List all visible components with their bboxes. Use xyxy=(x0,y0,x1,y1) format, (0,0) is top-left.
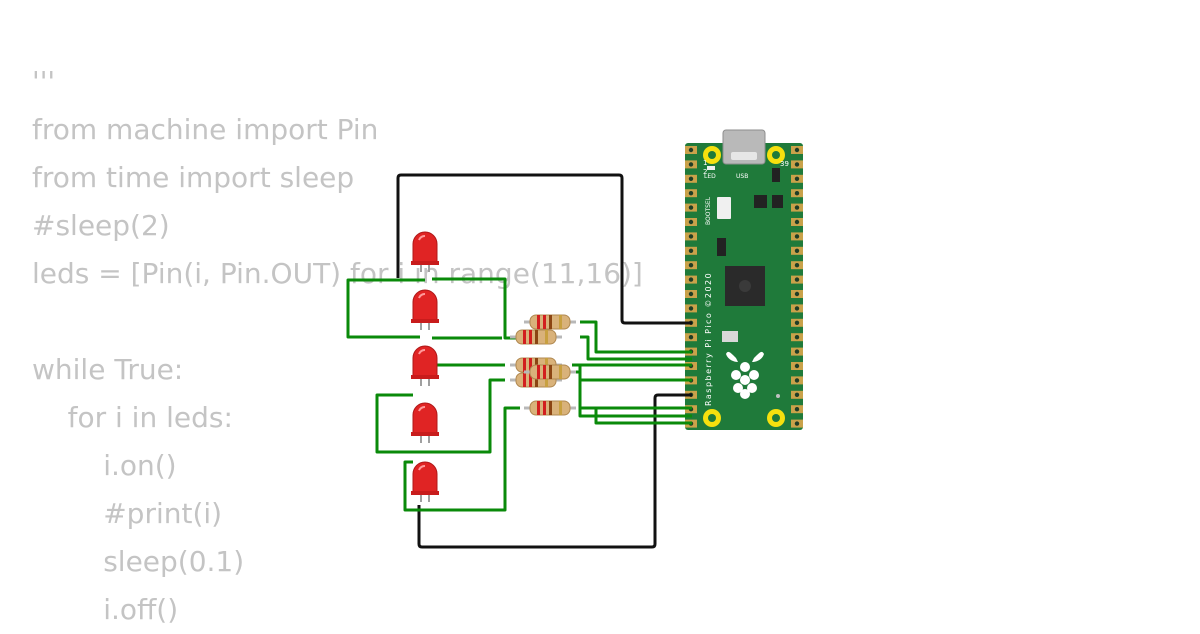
usb-label: USB xyxy=(736,173,748,180)
code-line-3: from time import sleep xyxy=(32,161,355,194)
led-5 xyxy=(410,461,440,503)
wire-led-common-1 xyxy=(346,278,425,339)
pin-1-label: 1 xyxy=(703,159,707,167)
led-1 xyxy=(410,231,440,273)
pico-board: 1 2 39 LED USB BOOTSEL Raspberry Pi Pico… xyxy=(685,129,803,430)
resistors xyxy=(508,313,578,417)
regulator-chip xyxy=(772,168,780,182)
bootsel-label: BOOTSEL xyxy=(705,196,712,225)
code-line-8: for i in leds: xyxy=(32,401,233,434)
wire-gnd-bottom xyxy=(417,393,692,549)
black-wires xyxy=(396,173,692,549)
leds xyxy=(410,231,440,503)
raspberry-logo-icon xyxy=(726,351,764,399)
code-line-12: i.off() xyxy=(32,593,179,626)
green-wires xyxy=(346,277,692,512)
code-line-2: from machine import Pin xyxy=(32,113,379,146)
code-line-10: #print(i) xyxy=(32,497,223,530)
smd-chip-2 xyxy=(772,195,783,208)
code-listing: ''' from machine import Pin from time impo… xyxy=(32,58,643,634)
resistor-2 xyxy=(508,328,564,346)
code-line-4: #sleep(2) xyxy=(32,209,170,242)
flash-chip xyxy=(717,238,726,256)
code-line-7: while True: xyxy=(32,353,184,386)
code-line-1: ''' xyxy=(32,65,56,98)
code-line-11: sleep(0.1) xyxy=(32,545,245,578)
resistor-6 xyxy=(522,399,578,417)
debug-connector xyxy=(722,331,738,342)
code-line-9: i.on() xyxy=(32,449,177,482)
onboard-led-icon xyxy=(707,166,715,170)
pin-39-label: 39 xyxy=(780,160,789,168)
code-line-5: leds = [Pin(i, Pin.OUT) for i in range(1… xyxy=(32,257,643,290)
led-label: LED xyxy=(704,173,716,180)
wire-r1-gp11 xyxy=(580,320,692,354)
resistor-5 xyxy=(522,363,578,381)
led-2 xyxy=(410,289,440,331)
smd-chip-1 xyxy=(754,195,767,208)
wire-gnd-top xyxy=(396,173,692,325)
right-pin-header xyxy=(791,146,803,428)
pin-2-label: 2 xyxy=(703,168,707,176)
wire-led1-r xyxy=(432,277,520,340)
led-3 xyxy=(410,345,440,387)
wire-r3-branch xyxy=(572,363,692,410)
led-4 xyxy=(410,402,440,444)
bootsel-button xyxy=(717,197,731,219)
wire-r2-gp12 xyxy=(580,335,692,361)
usb-port-icon xyxy=(731,152,757,160)
test-point xyxy=(776,394,780,398)
wire-led5-r xyxy=(403,406,520,512)
board-name-label: Raspberry Pi Pico ©2020 xyxy=(704,272,713,406)
wire-led4-r xyxy=(375,378,505,454)
resistor-1 xyxy=(522,313,578,331)
